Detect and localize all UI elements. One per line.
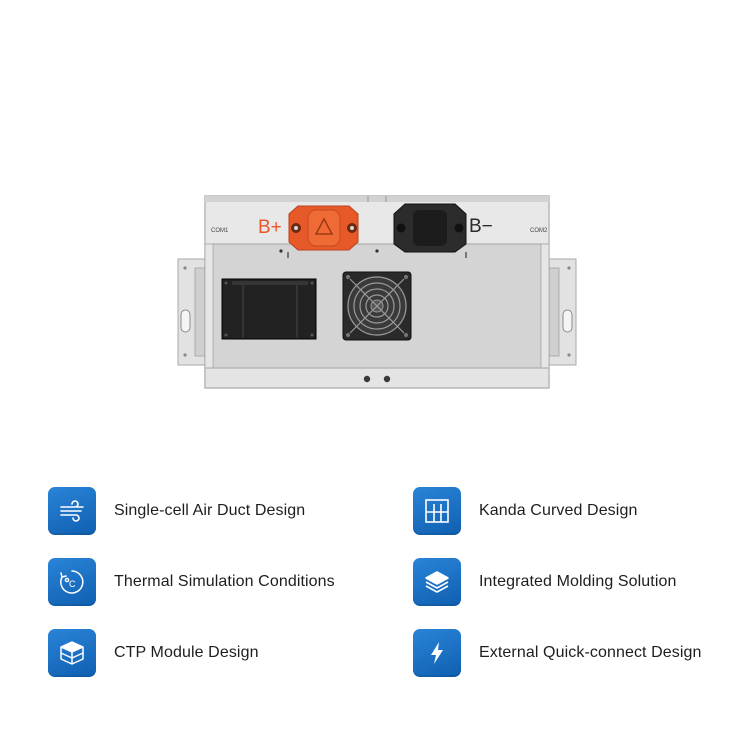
feature-item-air-duct: Single-cell Air Duct Design [48,486,305,536]
cooling-fan [342,271,412,341]
interface-cover-plate [221,278,317,340]
com2-port-label: COM2 [530,228,548,234]
lightning-icon [413,629,461,677]
positive-terminal-label: B+ [258,217,282,238]
positive-terminal: B+ [258,205,359,258]
feature-label-kanda-curved: Kanda Curved Design [479,502,638,519]
feature-label-thermal-simulation: Thermal Simulation Conditions [114,573,335,590]
thermometer-cycle-icon: C [48,558,96,606]
feature-label-ctp-module: CTP Module Design [114,644,259,661]
feature-item-kanda-curved: Kanda Curved Design [413,486,637,536]
battery-module-image: COM1 COM2 B+ B− [177,195,577,389]
features-list: Single-cell Air Duct Design Kanda Curved… [0,480,752,690]
svg-text:C: C [69,579,76,589]
com1-port-label: COM1 [211,228,229,234]
right-mounting-bracket [546,258,577,366]
feature-label-integrated-molding: Integrated Molding Solution [479,573,677,590]
feature-item-integrated-molding: Integrated Molding Solution [413,557,677,607]
grid-frame-icon [413,487,461,535]
feature-label-air-duct: Single-cell Air Duct Design [114,502,306,519]
negative-terminal-label: B− [469,216,493,237]
feature-label-quick-connect: External Quick-connect Design [479,644,702,661]
feature-item-ctp-module: CTP Module Design [48,628,259,678]
feature-item-thermal-simulation: C Thermal Simulation Conditions [48,557,335,607]
cube-module-icon [48,629,96,677]
feature-item-quick-connect: External Quick-connect Design [413,628,702,678]
air-flow-icon [48,487,96,535]
left-mounting-bracket [177,258,208,366]
layers-icon [413,558,461,606]
negative-terminal: B− [393,203,493,258]
